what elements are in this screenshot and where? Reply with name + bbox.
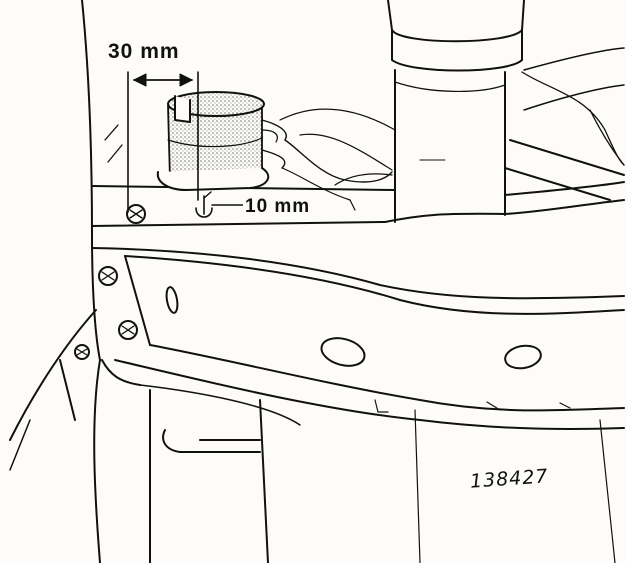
oval-hole-right [504, 344, 542, 370]
diagonal-bracket-bottom [504, 167, 611, 201]
bolt-icon-2 [118, 320, 138, 340]
vertical-strut [387, 0, 525, 223]
sensor-cable [284, 139, 393, 183]
dimension-label-30mm: 30 mm [108, 40, 180, 63]
screw-icon [126, 204, 146, 224]
oval-hole-left [165, 286, 179, 314]
cross-member [91, 247, 625, 431]
sensor-component [156, 91, 287, 191]
upper-ledge-bottom [91, 199, 625, 227]
oval-hole-center [320, 337, 366, 367]
hose [521, 71, 625, 166]
diagonal-bracket-top [509, 139, 625, 176]
drill-mark-icon [195, 195, 213, 218]
ledge-right [504, 181, 625, 196]
bolt-icon-1 [98, 266, 118, 286]
dimension-30mm [127, 71, 199, 213]
bolt-icon-3 [74, 344, 90, 360]
dimension-10mm-leader [203, 191, 245, 206]
lower-body-left [9, 309, 97, 441]
outer-contour-left [81, 0, 101, 361]
dimension-label-10mm: 10 mm [243, 196, 313, 218]
